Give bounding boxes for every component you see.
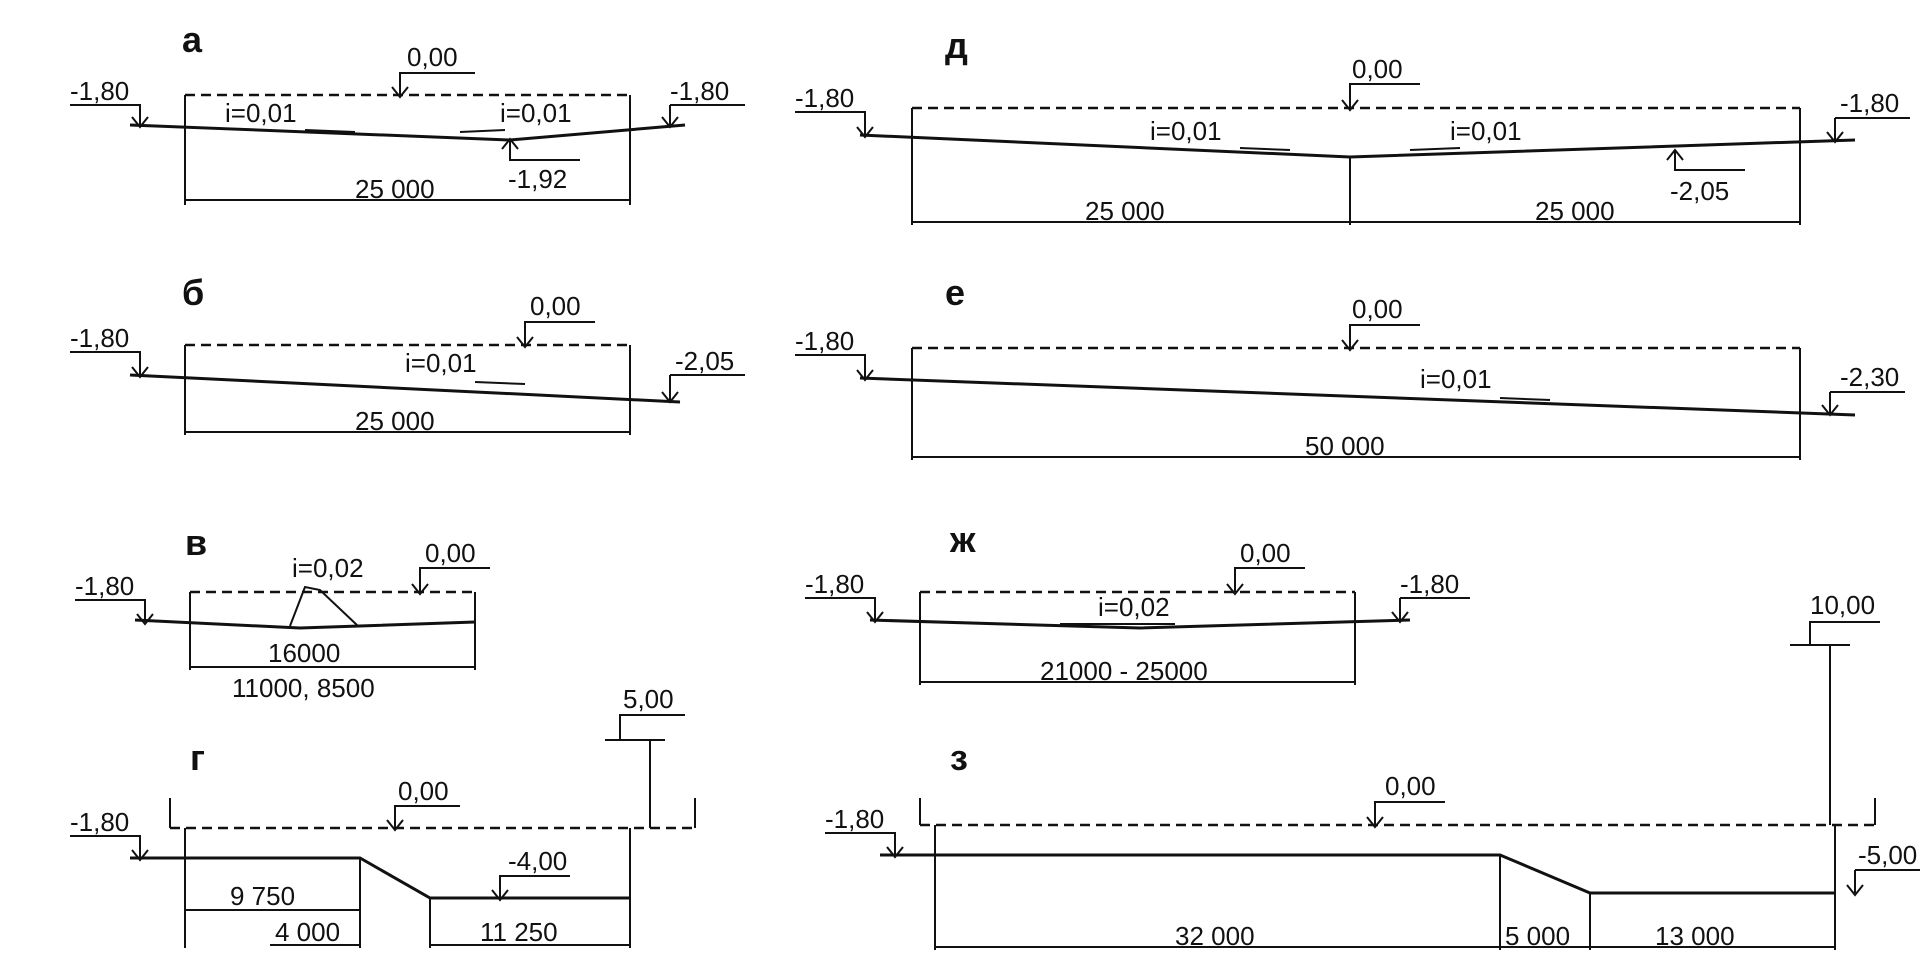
panel-b-letter: б: [182, 272, 204, 313]
panel-e: е -1,80 -2,30 0,00 i=0,01 50 000: [795, 272, 1905, 461]
panel-d-level-low: -2,05: [1670, 176, 1729, 206]
panel-d-level-zero: 0,00: [1352, 54, 1403, 84]
panel-g-dim-2: 4 000: [275, 917, 340, 947]
panel-zh-dim-total: 21000 - 25000: [1040, 656, 1208, 686]
panel-e-level-right: -2,30: [1840, 362, 1899, 392]
panel-a-arrow-left: [131, 116, 149, 129]
panel-g-level-pit: -4,00: [508, 846, 567, 876]
panel-g-roof-profile: [130, 856, 630, 900]
panel-z-level-zero: 0,00: [1385, 771, 1436, 801]
panel-a-roof-line: [129, 123, 686, 142]
panel-z-level-top: 10,00: [1810, 590, 1875, 620]
panel-v-level-zero: 0,00: [425, 538, 476, 568]
panel-d-level-right: -1,80: [1840, 88, 1899, 118]
panel-b-roof-line: [129, 373, 681, 404]
panel-g-dim-1: 9 750: [230, 881, 295, 911]
panel-z: з -1,80 0,00 -5,00 10,00 32 000 5 000 13…: [825, 590, 1920, 951]
panel-z-dim-2: 5 000: [1505, 921, 1570, 951]
panel-d-level-left: -1,80: [795, 83, 854, 113]
panel-g-letter: г: [190, 737, 205, 778]
panel-b-level-right: -2,05: [675, 346, 734, 376]
panel-d-slope-right: i=0,01: [1450, 116, 1522, 146]
panel-zh-letter: ж: [949, 519, 976, 560]
panel-e-level-zero: 0,00: [1352, 294, 1403, 324]
panel-v-roof-line: [134, 618, 476, 630]
panel-e-level-left: -1,80: [795, 326, 854, 356]
panel-zh: ж -1,80 -1,80 0,00 i=0,02 21000 - 25000: [805, 519, 1470, 686]
panel-zh-roof-line: [869, 618, 1411, 630]
panel-a: а -1,80 -1,80 0,00 -1,92 i=0,01 i=0,01 2…: [70, 19, 745, 205]
panel-d-letter: д: [945, 25, 968, 66]
panel-g-level-top: 5,00: [623, 684, 674, 714]
panel-b-level-zero: 0,00: [530, 291, 581, 321]
panel-a-dim-total: 25 000: [355, 174, 435, 204]
panel-b: б -1,80 -2,05 0,00 i=0,01 25 000: [70, 272, 745, 436]
panel-d-slope-left: i=0,01: [1150, 116, 1222, 146]
panel-e-letter: е: [945, 272, 965, 313]
panel-v-level-left: -1,80: [75, 571, 134, 601]
panel-z-letter: з: [950, 737, 968, 778]
panel-z-dim-3: 13 000: [1655, 921, 1735, 951]
panel-g-level-left: -1,80: [70, 807, 129, 837]
panel-a-mark-zero: [399, 72, 475, 95]
panel-a-slope-left: i=0,01: [225, 98, 297, 128]
panel-v-dim-alt: 11000, 8500: [232, 673, 375, 703]
panel-g-level-zero: 0,00: [398, 776, 449, 806]
panel-v-dim-total: 16000: [268, 638, 340, 668]
panel-d-roof-line: [859, 133, 1856, 159]
panel-v-slope-triangle: [289, 585, 359, 627]
panel-e-dim-total: 50 000: [1305, 431, 1385, 461]
panel-g-dim-3: 11 250: [480, 917, 558, 947]
panel-b-level-left: -1,80: [70, 323, 129, 353]
panel-b-slope: i=0,01: [405, 348, 477, 378]
panel-b-dim-total: 25 000: [355, 406, 435, 436]
panel-a-letter: а: [182, 19, 203, 60]
panel-z-level-left: -1,80: [825, 804, 884, 834]
panel-d-dim-left: 25 000: [1085, 196, 1165, 226]
panel-a-slope-right: i=0,01: [500, 98, 572, 128]
panel-zh-level-zero: 0,00: [1240, 538, 1291, 568]
panel-v-slope: i=0,02: [292, 553, 364, 583]
panel-zh-slope: i=0,02: [1098, 592, 1170, 622]
panel-v: в -1,80 0,00 i=0,02 16000 11000, 8500: [75, 522, 490, 703]
panel-e-slope: i=0,01: [1420, 364, 1492, 394]
panel-z-roof-profile: [880, 853, 1835, 895]
panel-zh-level-left: -1,80: [805, 569, 864, 599]
panel-a-level-low: -1,92: [508, 164, 567, 194]
panel-a-mark-low: [509, 140, 580, 161]
panel-v-letter: в: [185, 522, 207, 563]
panel-a-level-zero: 0,00: [407, 42, 458, 72]
panel-e-roof-line: [859, 376, 1856, 417]
panel-d: д -1,80 -1,80 0,00 -2,05 i=0,01 i=0,01 2…: [795, 25, 1910, 226]
panel-a-mark-left: [70, 104, 141, 125]
panel-z-dim-1: 32 000: [1175, 921, 1255, 951]
panel-zh-level-right: -1,80: [1400, 569, 1459, 599]
panel-a-level-right: -1,80: [670, 76, 729, 106]
panel-g: г -1,80 0,00 -4,00 5,00 9 750 4 000 11 2…: [70, 684, 696, 948]
panel-z-level-pit: -5,00: [1858, 840, 1917, 870]
panel-d-dim-right: 25 000: [1535, 196, 1615, 226]
panel-a-arrow-right: [661, 116, 679, 129]
panel-a-level-left: -1,80: [70, 76, 129, 106]
